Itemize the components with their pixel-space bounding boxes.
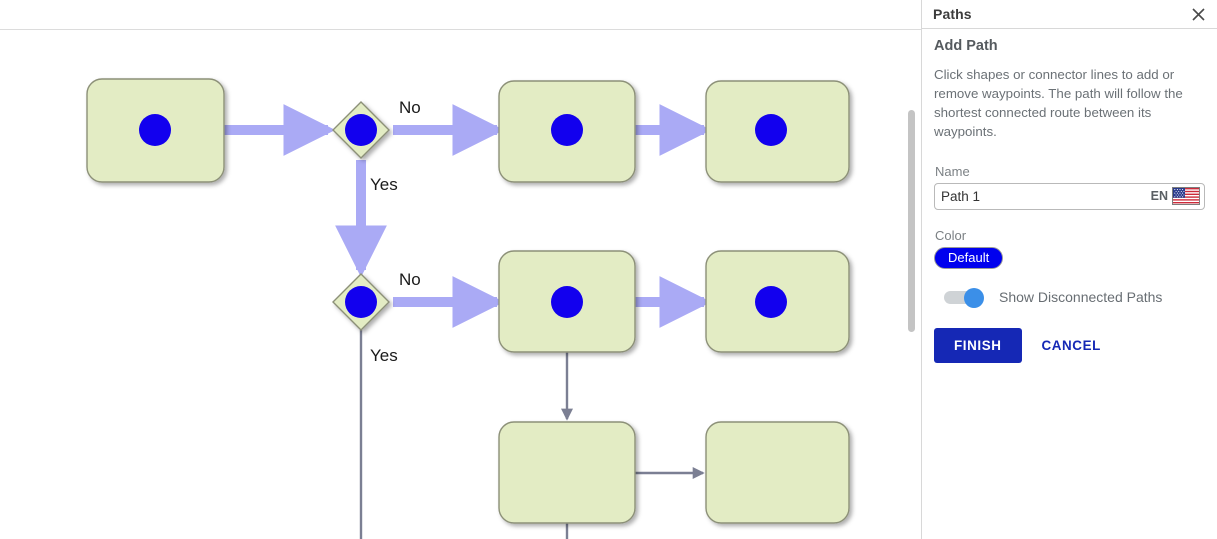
panel-title: Paths	[933, 6, 972, 22]
waypoint-dot-decision1[interactable]	[345, 114, 377, 146]
close-icon[interactable]	[1189, 5, 1207, 23]
edge-label-yes-1: Yes	[370, 175, 398, 194]
path-name-input[interactable]	[941, 188, 1151, 204]
waypoint-dot-shape3[interactable]	[551, 114, 583, 146]
waypoint-dot-shape7[interactable]	[755, 286, 787, 318]
name-field-wrapper[interactable]: EN	[934, 182, 1205, 210]
shape-process-9[interactable]	[705, 421, 850, 524]
show-disconnected-paths-label: Show Disconnected Paths	[999, 288, 1163, 305]
waypoint-dot-shape4[interactable]	[755, 114, 787, 146]
us-flag-icon[interactable]	[1172, 187, 1200, 205]
paths-panel-body: Add Path Click shapes or connector lines…	[922, 29, 1217, 363]
diagram-canvas[interactable]: No Yes No Yes	[0, 0, 921, 539]
path-connectors[interactable]	[224, 104, 712, 328]
shape-process-8[interactable]	[498, 421, 636, 524]
cancel-button[interactable]: CANCEL	[1030, 328, 1113, 363]
paths-panel: Paths Add Path Click shapes or connector…	[921, 0, 1217, 539]
edge-label-no-1: No	[399, 98, 421, 117]
show-disconnected-paths-row[interactable]: Show Disconnected Paths	[944, 287, 1205, 308]
color-field-label: Color	[935, 227, 967, 243]
add-path-heading: Add Path	[934, 38, 998, 54]
waypoint-dot-decision2[interactable]	[345, 286, 377, 318]
panel-actions: FINISH CANCEL	[934, 327, 1205, 363]
toggle-knob	[964, 287, 984, 308]
plain-connectors[interactable]	[359, 330, 705, 539]
waypoint-dot-shape1[interactable]	[139, 114, 171, 146]
flowchart-diagram[interactable]: No Yes No Yes	[0, 0, 921, 539]
waypoint-dot-shape6[interactable]	[551, 286, 583, 318]
name-field-label: Name	[935, 163, 970, 179]
canvas-vertical-scrollbar[interactable]	[904, 30, 918, 539]
show-disconnected-paths-toggle[interactable]	[944, 287, 986, 308]
paths-panel-header: Paths	[922, 0, 1217, 29]
edge-label-yes-2: Yes	[370, 346, 398, 365]
color-default-chip[interactable]: Default	[934, 246, 1004, 269]
canvas-scrollbar-thumb[interactable]	[908, 110, 915, 332]
finish-button[interactable]: FINISH	[934, 327, 1022, 363]
add-path-help-text: Click shapes or connector lines to add o…	[934, 67, 1183, 139]
edge-label-no-2: No	[399, 270, 421, 289]
waypoint-markers[interactable]	[139, 114, 787, 318]
edge-labels: No Yes No Yes	[370, 98, 421, 365]
canvas-top-divider	[0, 29, 921, 30]
language-code-label: EN	[1150, 189, 1168, 203]
